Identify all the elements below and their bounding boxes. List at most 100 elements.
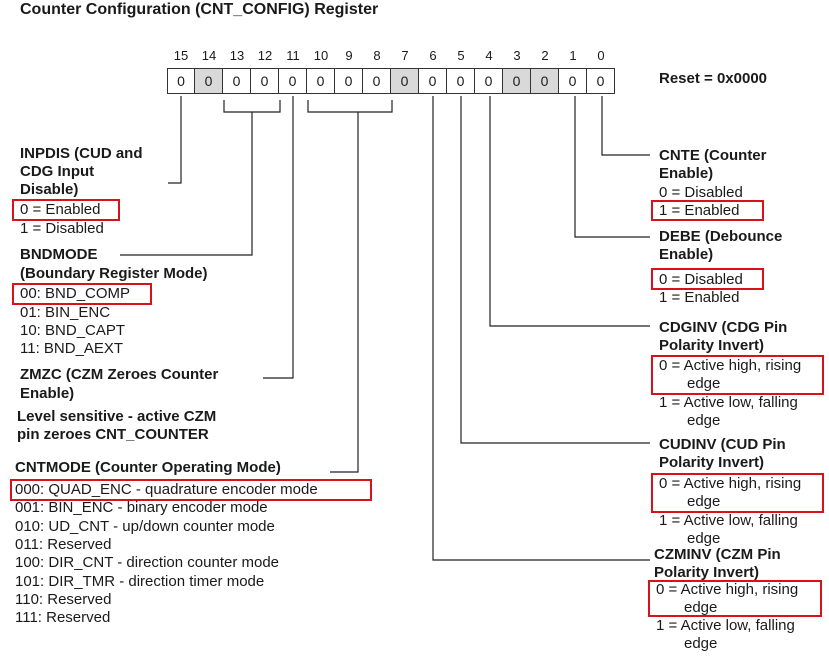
- zmzc-description-1: Level sensitive - active CZM: [17, 408, 217, 425]
- bit-number: 8: [373, 48, 381, 63]
- leader-cnte: [601, 96, 650, 156]
- highlight-czminv: [648, 580, 822, 617]
- cdginv-option-0-cont: edge: [687, 375, 721, 392]
- highlight-cnte: [651, 200, 764, 221]
- diagram-title: Counter Configuration (CNT_CONFIG) Regis…: [20, 1, 379, 18]
- cntmode-option: 010: UD_CNT - up/down counter mode: [15, 518, 275, 535]
- bit-cell: 0: [447, 68, 475, 94]
- highlight-cudinv: [651, 473, 824, 513]
- highlight-cntmode: [10, 479, 372, 501]
- cudinv-name: CUDINV (CUD Pin: [659, 436, 786, 453]
- bit-cell: 0: [167, 68, 195, 94]
- debe-name: DEBE (Debounce: [659, 228, 783, 245]
- inpdis-name: INPDIS (CUD and: [20, 145, 143, 162]
- bit-cell: 0: [503, 68, 531, 94]
- cntmode-option: 001: BIN_ENC - binary encoder mode: [15, 499, 268, 516]
- czminv-option-1: 1 = Active low, falling: [656, 617, 795, 634]
- bit-cell: 0: [475, 68, 503, 94]
- cdginv-name-2: Polarity Invert): [659, 337, 765, 354]
- cudinv-name-2: Polarity Invert): [659, 454, 765, 471]
- leader-cntmode: [330, 112, 359, 473]
- bit-cell: 0: [363, 68, 391, 94]
- highlight-debe: [651, 268, 764, 290]
- inpdis-option-1: 1 = Disabled: [20, 220, 104, 237]
- bit-number: 2: [541, 48, 549, 63]
- cudinv-option-0-cont: edge: [687, 493, 721, 510]
- bit-cell: 0: [419, 68, 447, 94]
- cudinv-option-0: 0 = Active high, rising: [659, 475, 802, 492]
- bit-cell: 0: [251, 68, 279, 94]
- highlight-inpdis: [12, 199, 120, 221]
- cntmode-option: 110: Reserved: [15, 591, 112, 608]
- bit-cell: 0: [391, 68, 419, 94]
- czminv-name-2: Polarity Invert): [654, 564, 760, 581]
- cnte-option-1: 1 = Enabled: [659, 202, 740, 219]
- bit-number: 0: [597, 48, 605, 63]
- highlight-bndmode: [12, 283, 152, 305]
- debe-name-2: Enable): [659, 246, 714, 263]
- leader-inpdis: [168, 96, 182, 184]
- reset-value: Reset = 0x0000: [659, 70, 768, 87]
- cdginv-option-1: 1 = Active low, falling: [659, 394, 798, 411]
- bit-number: 3: [513, 48, 521, 63]
- cnte-name-2: Enable): [659, 165, 714, 182]
- bndmode-option-2: 10: BND_CAPT: [20, 322, 126, 339]
- debe-option-0: 0 = Disabled: [659, 271, 743, 288]
- leader-cudinv: [460, 96, 650, 444]
- zmzc-description-2: pin zeroes CNT_COUNTER: [17, 426, 209, 443]
- highlight-cdginv: [651, 355, 824, 395]
- bracket-bndmode: [223, 100, 281, 113]
- cdginv-option-0: 0 = Active high, rising: [659, 357, 802, 374]
- bracket-cntmode: [307, 100, 393, 113]
- czminv-option-1-cont: edge: [684, 635, 718, 652]
- bndmode-name-2: (Boundary Register Mode): [20, 265, 208, 282]
- czminv-name: CZMINV (CZM Pin: [654, 546, 781, 563]
- czminv-option-0-cont: edge: [684, 599, 718, 616]
- bit-number: 5: [457, 48, 465, 63]
- cntmode-option: 100: DIR_CNT - direction counter mode: [15, 554, 280, 571]
- cntmode-option: 011: Reserved: [15, 536, 112, 553]
- bit-number: 12: [257, 48, 273, 63]
- leader-debe: [574, 96, 650, 238]
- bit-cell: 0: [335, 68, 363, 94]
- bit-cell: 0: [559, 68, 587, 94]
- bit-number: 1: [569, 48, 577, 63]
- zmzc-name-2: Enable): [20, 385, 75, 402]
- bit-cell: 0: [587, 68, 615, 94]
- zmzc-name: ZMZC (CZM Zeroes Counter: [20, 366, 219, 383]
- czminv-option-0: 0 = Active high, rising: [656, 581, 799, 598]
- bit-number: 9: [345, 48, 353, 63]
- bit-number: 6: [429, 48, 437, 63]
- inpdis-name-2: CDG Input: [20, 163, 95, 180]
- bit-number: 13: [229, 48, 245, 63]
- bit-number: 7: [401, 48, 409, 63]
- cntmode-option: 000: QUAD_ENC - quadrature encoder mode: [15, 481, 318, 498]
- cudinv-option-1: 1 = Active low, falling: [659, 512, 798, 529]
- bit-number: 10: [313, 48, 329, 63]
- bndmode-option-0: 00: BND_COMP: [20, 285, 131, 302]
- cudinv-option-1-cont: edge: [687, 530, 721, 547]
- bndmode-option-1: 01: BIN_ENC: [20, 304, 111, 321]
- bit-cell: 0: [223, 68, 251, 94]
- leader-bndmode: [120, 112, 253, 256]
- bit-number: 11: [286, 48, 300, 63]
- inpdis-name-3: Disable): [20, 181, 79, 198]
- cnte-name: CNTE (Counter: [659, 147, 767, 164]
- bit-cell: 0: [195, 68, 223, 94]
- bit-cell: 0: [279, 68, 307, 94]
- leader-zmzc: [263, 96, 294, 379]
- cdginv-option-1-cont: edge: [687, 412, 721, 429]
- bit-number: 4: [485, 48, 493, 63]
- leader-czminv: [432, 96, 650, 561]
- cntmode-option: 101: DIR_TMR - direction timer mode: [15, 573, 265, 590]
- leader-cdginv: [489, 96, 650, 327]
- bit-cell: 0: [531, 68, 559, 94]
- bndmode-name: BNDMODE: [20, 246, 98, 263]
- cntmode-name: CNTMODE (Counter Operating Mode): [15, 459, 281, 476]
- bit-number: 14: [201, 48, 217, 63]
- cdginv-name: CDGINV (CDG Pin: [659, 319, 788, 336]
- inpdis-option-0: 0 = Enabled: [20, 201, 101, 218]
- bit-number: 15: [173, 48, 189, 63]
- bit-cell: 0: [307, 68, 335, 94]
